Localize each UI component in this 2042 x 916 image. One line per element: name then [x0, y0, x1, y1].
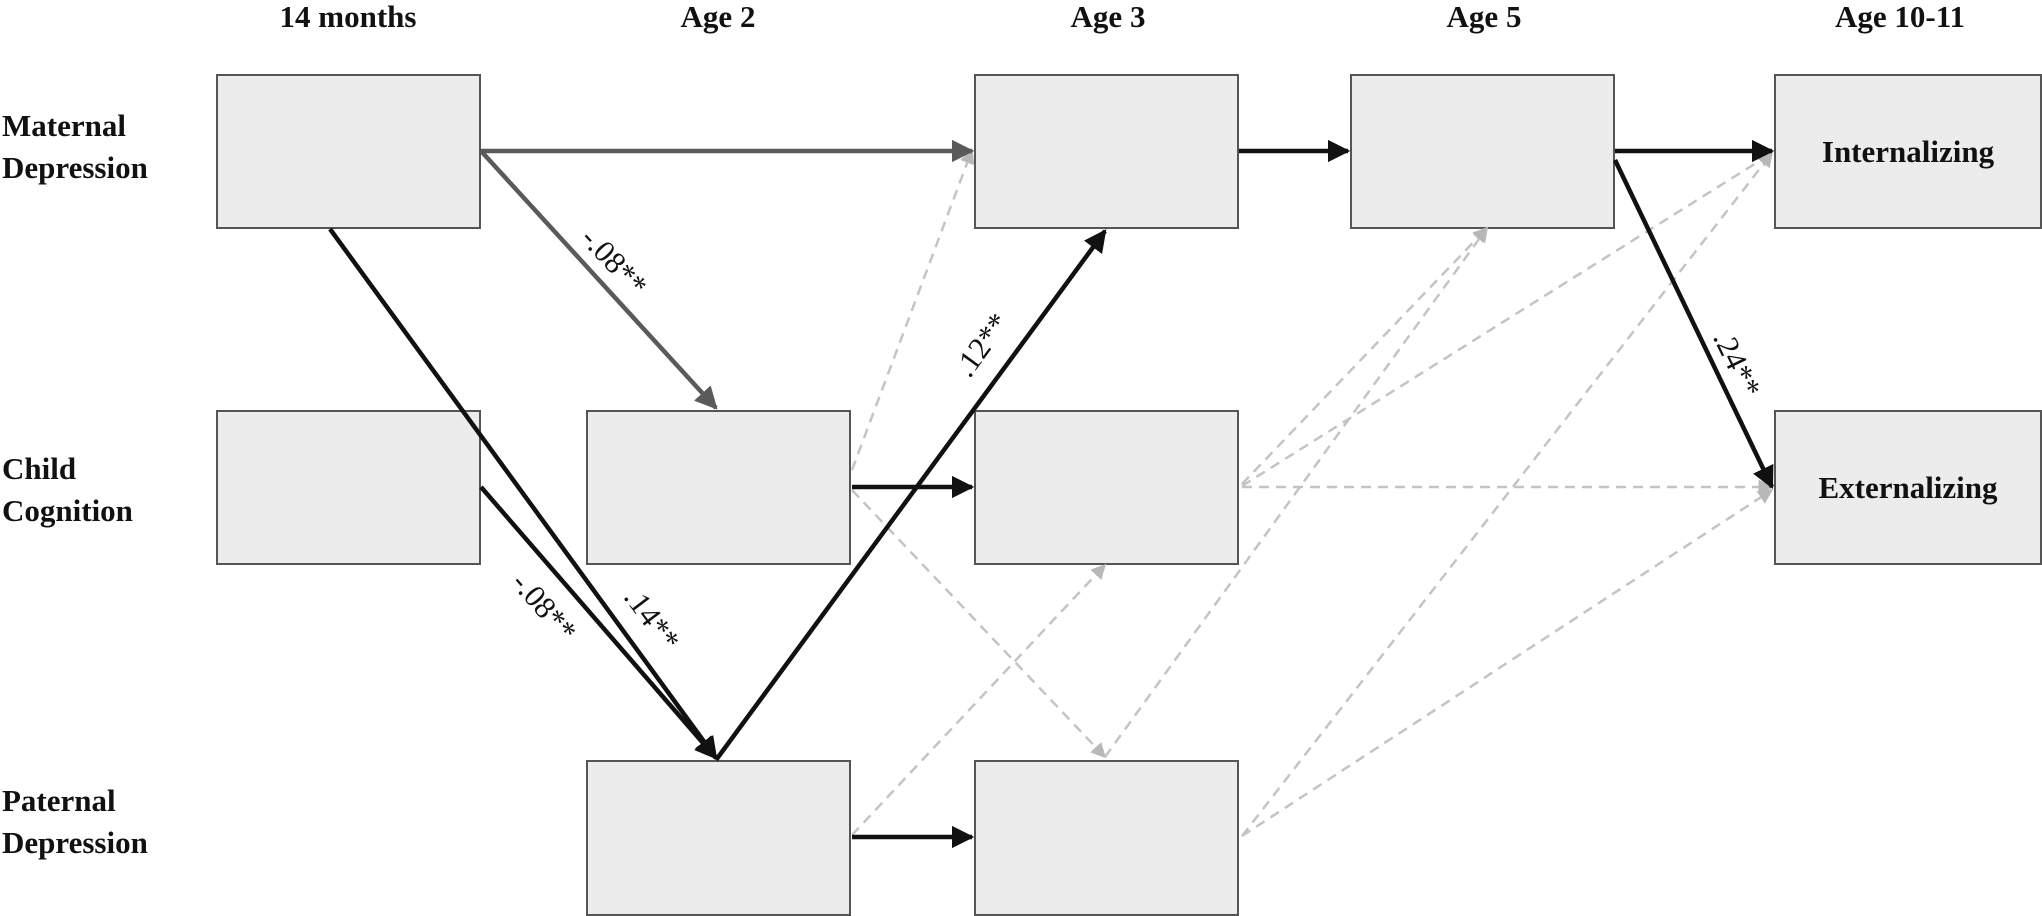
header-age-10-11: Age 10-11 — [1834, 0, 1965, 34]
path-pd2-to-md3 — [714, 229, 1107, 762]
path-cc2-to-md3 — [850, 148, 975, 471]
node-maternal-depression-age3 — [974, 74, 1239, 229]
path-md5-to-ext — [1612, 159, 1775, 490]
row-label-paternal-depression: Paternal Depression — [2, 780, 148, 864]
path-cc2-to-pd3 — [851, 489, 1107, 759]
header-age-5: Age 5 — [1446, 0, 1522, 34]
row-label-line: Depression — [2, 150, 148, 185]
node-paternal-depression-age2 — [586, 760, 851, 916]
header-age-3: Age 3 — [1070, 0, 1146, 34]
row-label-line: Maternal — [2, 108, 126, 143]
row-label-maternal-depression: Maternal Depression — [2, 105, 148, 189]
node-internalizing: Internalizing — [1774, 74, 2042, 229]
row-label-line: Paternal — [2, 783, 116, 818]
node-maternal-depression-age5 — [1350, 74, 1615, 229]
node-paternal-depression-age3 — [974, 760, 1239, 916]
node-maternal-depression-14m — [216, 74, 481, 229]
path-cc3-to-int — [1241, 151, 1774, 488]
path-pd3-to-ext — [1241, 488, 1774, 838]
row-label-line: Cognition — [2, 493, 133, 528]
path-cc3-to-md5 — [1241, 226, 1489, 485]
node-externalizing: Externalizing — [1774, 410, 2042, 565]
row-label-child-cognition: Child Cognition — [2, 448, 133, 532]
path-md14-to-cc2 — [479, 149, 718, 410]
node-child-cognition-14m — [216, 410, 481, 565]
path-cc14-to-pd2 — [479, 485, 718, 760]
header-14-months: 14 months — [279, 0, 417, 34]
row-label-line: Depression — [2, 825, 148, 860]
path-pd3-to-int — [1241, 151, 1773, 837]
header-age-2: Age 2 — [680, 0, 756, 34]
node-child-cognition-age2 — [586, 410, 851, 565]
row-label-line: Child — [2, 451, 77, 486]
path-md14-to-pd2 — [328, 227, 718, 760]
path-pd3-to-md5 — [1103, 226, 1489, 758]
path-pd2-to-cc3 — [851, 563, 1107, 836]
node-child-cognition-age3 — [974, 410, 1239, 565]
